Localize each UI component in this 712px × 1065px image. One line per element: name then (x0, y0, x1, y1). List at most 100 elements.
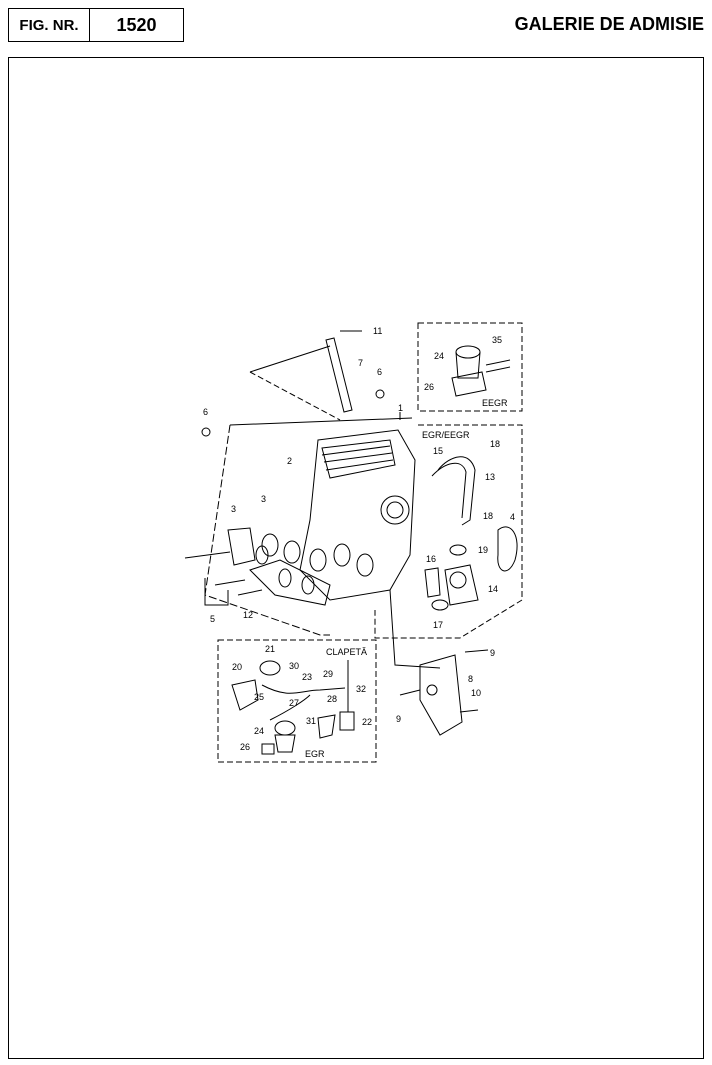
runner-port (333, 543, 351, 567)
egr-valve-24b-body (274, 734, 296, 753)
part-number: 26 (240, 742, 250, 752)
egr-pipe-13-inner (431, 462, 467, 519)
bolt-9 (464, 649, 489, 653)
bracket-8 (419, 654, 463, 736)
part-number: 32 (356, 684, 366, 694)
part-number: 24 (434, 351, 444, 361)
eegr-valve-body (455, 351, 481, 379)
bracket-16 (424, 567, 441, 598)
bolt-35 (485, 366, 511, 373)
part-number: 3 (231, 504, 236, 514)
part-number: 8 (468, 674, 473, 684)
gasket-4 (497, 526, 518, 572)
bolt-10 (459, 709, 479, 713)
part-number: 12 (243, 610, 253, 620)
runner-port (309, 548, 327, 572)
figure-number-box: FIG. NR. 1520 (8, 8, 184, 42)
gasket-port (301, 575, 315, 595)
egr-pipe-13 (437, 456, 476, 526)
part-number: 11 (373, 326, 382, 336)
hose-23 (261, 684, 346, 694)
part-number: 10 (471, 688, 481, 698)
plenum-rib (323, 452, 393, 463)
main-frame-left (204, 424, 330, 636)
diagram-frame (8, 57, 704, 1059)
egr-group-box (217, 639, 377, 763)
egr-valve-port (449, 571, 467, 589)
egr-eegr-group-box (374, 424, 523, 639)
part-number: 2 (287, 456, 292, 466)
leader-line (389, 589, 441, 669)
part-number: 35 (492, 335, 502, 345)
part-number: 6 (377, 367, 382, 377)
gasket-17 (431, 599, 449, 611)
leader-line (204, 578, 229, 606)
eegr-group-box (417, 322, 523, 412)
runner-port (261, 533, 279, 557)
nut-6 (375, 389, 385, 399)
part-number: 6 (203, 407, 208, 417)
part-number: 21 (265, 644, 275, 654)
page-title: GALERIE DE ADMISIE (514, 14, 704, 34)
gasket-port (255, 545, 269, 565)
bolt-35 (485, 359, 511, 366)
part-number: 19 (478, 545, 488, 555)
part-number: 13 (485, 472, 495, 482)
part-number: 27 (289, 698, 299, 708)
part-number: 31 (306, 716, 316, 726)
egr-valve-14 (444, 564, 479, 606)
bracket-31 (317, 714, 336, 739)
throttle-port-inner (386, 501, 404, 519)
part-number: 4 (510, 512, 515, 522)
eegr-valve-base (451, 371, 487, 397)
label-egr-eegr: EGR/EEGR (422, 430, 470, 440)
eegr-valve-24 (455, 345, 481, 359)
throttle-port (380, 495, 410, 525)
part-number: 20 (232, 662, 242, 672)
part-number: 28 (327, 694, 337, 704)
egr-valve-21 (259, 660, 281, 676)
part-number: 3 (261, 494, 266, 504)
hose-27 (269, 694, 311, 721)
gasket-26 (261, 743, 275, 755)
label-egr: EGR (305, 749, 325, 759)
part-number: 17 (433, 620, 443, 630)
bolt-9 (399, 689, 421, 696)
figure-number: 1520 (116, 14, 157, 35)
part-number: 18 (490, 439, 500, 449)
part-number: 1 (398, 403, 403, 413)
part-number: 23 (302, 672, 312, 682)
part-number: 24 (254, 726, 264, 736)
leader-line (249, 371, 341, 421)
part-number: 25 (254, 692, 264, 702)
figure-label: FIG. NR. (9, 9, 90, 41)
bracket-20 (231, 679, 259, 711)
gasket-3 (227, 527, 256, 566)
manifold-body (299, 429, 416, 601)
part-number: 29 (323, 669, 333, 679)
part-number: 15 (433, 446, 443, 456)
stud-12 (237, 589, 263, 596)
part-number: 30 (289, 661, 299, 671)
gasket-19 (449, 544, 467, 556)
stud-5 (184, 551, 231, 559)
runner-port (356, 553, 374, 577)
bracket-7 (325, 337, 353, 413)
part-number: 18 (483, 511, 493, 521)
label-eegr: EEGR (482, 398, 508, 408)
runner-port (283, 540, 301, 564)
nut-6 (201, 427, 211, 437)
plenum-rib (325, 459, 394, 471)
part-number: 16 (426, 554, 436, 564)
label-clapeta: CLAPETĂ (326, 647, 367, 657)
manifold-plenum (321, 439, 396, 479)
part-number: 9 (490, 648, 495, 658)
solenoid-22 (339, 711, 355, 731)
stud-5 (214, 579, 246, 586)
part-number: 9 (396, 714, 401, 724)
gasket-lower (249, 559, 331, 606)
main-frame-top (229, 417, 413, 426)
gasket-port (278, 568, 292, 588)
bracket-hole (426, 684, 438, 696)
